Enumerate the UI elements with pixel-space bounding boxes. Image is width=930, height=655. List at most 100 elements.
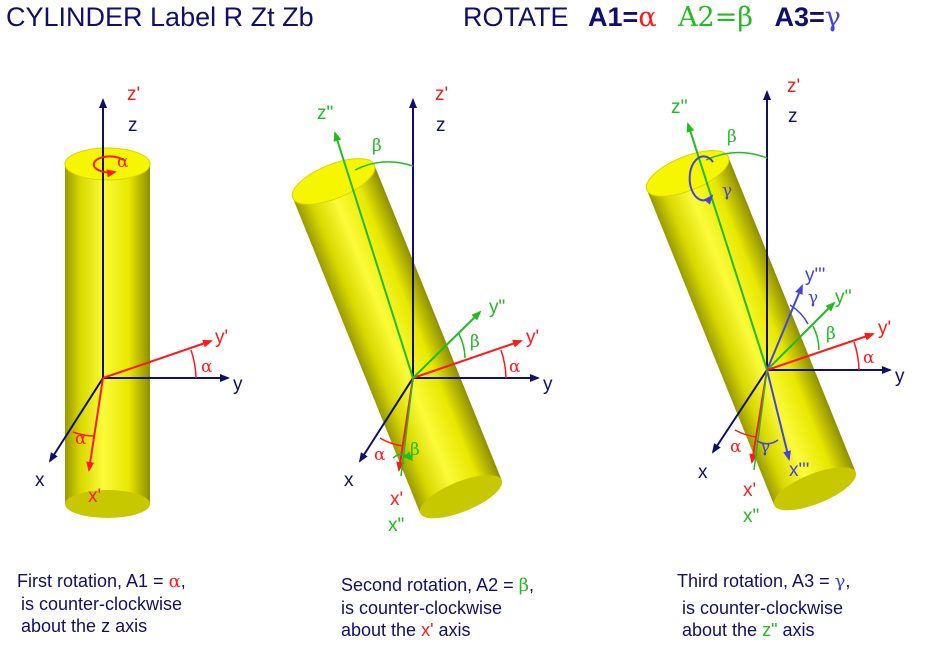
caption-second-rotation: Second rotation, A2 = β, is counter-cloc…	[341, 574, 534, 641]
beta-arc-y	[812, 325, 820, 351]
beta-y-label: β	[826, 324, 836, 344]
caption-line-3: about the x' axis	[341, 620, 471, 640]
z-double-prime-label: z''	[671, 97, 688, 118]
rotate-word: ROTATE	[463, 2, 569, 32]
alpha-arc-x	[734, 429, 757, 438]
beta-top-label: β	[727, 127, 737, 147]
a2-label: A2=	[678, 2, 738, 33]
beta-arc-x	[392, 451, 414, 462]
caption-first-rotation: First rotation, A1 = α, is counter-clock…	[17, 570, 186, 637]
caption-line-2: is counter-clockwise	[21, 594, 183, 614]
x-label: x	[35, 470, 45, 491]
y-label: y	[895, 366, 905, 387]
caption-line-1: Second rotation, A2 = β,	[341, 575, 535, 596]
beta-arc-top	[705, 151, 768, 161]
a1-label: A1=	[588, 2, 639, 32]
beta-arc-y	[458, 333, 466, 359]
x-double-prime-axis	[753, 369, 768, 471]
caption-line-3: about the z axis	[21, 616, 148, 636]
beta-y-label: β	[470, 332, 480, 352]
alpha-arc-x	[379, 437, 404, 447]
x-prime-label: x'	[88, 486, 101, 507]
cylinder-tilted-beta	[291, 158, 503, 519]
alpha-arc-y	[190, 349, 197, 379]
x-label: x	[698, 462, 708, 483]
caption-line-3: about the z" axis	[682, 620, 815, 640]
a3-label: A3=	[774, 2, 825, 32]
x-axis	[48, 377, 104, 463]
z-label: z	[128, 115, 138, 136]
y-double-prime-axis	[766, 301, 836, 371]
gamma-arc-top	[688, 155, 714, 205]
z-double-prime-label: z"	[317, 103, 333, 124]
cylinder-upright	[64, 147, 151, 518]
y-prime-axis	[412, 339, 523, 379]
gamma-arc-x	[756, 439, 779, 445]
y-triple-prime-label: y'''	[805, 265, 825, 286]
y-prime-label: y'	[215, 327, 228, 348]
z-prime-label: z'	[435, 84, 448, 105]
beta-arc-top	[354, 161, 414, 171]
z-prime-label: z'	[127, 84, 140, 105]
beta-symbol: β	[737, 2, 753, 33]
panel-1-first-rotation: z' z α y' α y α x x'	[35, 84, 243, 518]
alpha-x-label: α	[75, 429, 87, 449]
y-triple-prime-axis	[766, 284, 803, 371]
caption-line-1: Third rotation, A3 = γ,	[677, 571, 851, 592]
x-double-prime-label: x"	[388, 515, 404, 536]
z-double-prime-axis	[333, 131, 414, 379]
z-label: z	[436, 115, 446, 136]
caption-line-1: First rotation, A1 = α,	[17, 571, 186, 592]
alpha-x-label: α	[730, 437, 742, 457]
gamma-top-label: γ	[722, 181, 732, 201]
alpha-y-label: α	[201, 357, 213, 377]
caption-third-rotation: Third rotation, A3 = γ, is counter-clock…	[677, 570, 850, 641]
alpha-y-label: α	[509, 357, 521, 377]
gamma-y-label: γ	[808, 288, 818, 308]
x-prime-label: x'	[743, 480, 756, 501]
alpha-arc-top	[92, 155, 124, 178]
y-label: y	[543, 374, 553, 395]
x-prime-label: x'	[390, 489, 403, 510]
x-axis	[358, 377, 414, 463]
z-prime-label: z'	[787, 76, 800, 97]
caption-line-2: is counter-clockwise	[341, 598, 503, 618]
beta-x-label: β	[410, 440, 420, 460]
alpha-arc-y	[500, 349, 507, 379]
x-label: x	[344, 470, 354, 491]
x-prime-axis	[86, 377, 104, 472]
y-prime-label: y'	[526, 327, 539, 348]
caption-line-2: is counter-clockwise	[682, 598, 844, 618]
alpha-x-label: α	[374, 445, 386, 465]
y-double-prime-axis	[412, 310, 482, 379]
x-axis	[711, 369, 768, 454]
z-label: z	[788, 106, 798, 127]
y-label: y	[233, 374, 243, 395]
y-prime-axis	[766, 332, 875, 371]
cylinder-command-title: CYLINDER Label R Zt Zb	[6, 2, 314, 32]
alpha-symbol: α	[638, 2, 657, 33]
alpha-y-label: α	[863, 348, 875, 368]
gamma-symbol: γ	[824, 2, 841, 33]
y-double-prime-label: y"	[489, 297, 505, 318]
panel-3-third-rotation: z' z z'' β γ y''' γ y'' β y' α y α γ x x…	[645, 76, 905, 527]
y-prime-label: y'	[878, 318, 891, 339]
y-prime-axis	[102, 339, 213, 379]
cylinder-tilted-gamma	[645, 150, 857, 511]
x-double-prime-label: x"	[743, 506, 759, 527]
y-double-prime-label: y''	[835, 287, 852, 308]
x-triple-prime-label: x'''	[789, 460, 809, 481]
x-double-prime-axis	[400, 377, 414, 477]
x-triple-prime-axis	[766, 369, 791, 461]
beta-top-label: β	[372, 136, 382, 156]
rotate-command-title: ROTATE A1=α A2=β A3=γ	[463, 2, 841, 33]
gamma-x-label: γ	[760, 437, 770, 457]
z-double-prime-axis	[686, 122, 768, 371]
alpha-arc-y	[853, 341, 860, 371]
gamma-arc-y	[789, 304, 809, 325]
panel-2-second-rotation: z' z z" β y" β y' α y α β x x' x"	[291, 84, 553, 536]
alpha-top-label: α	[117, 152, 129, 172]
alpha-arc-x	[72, 431, 96, 437]
